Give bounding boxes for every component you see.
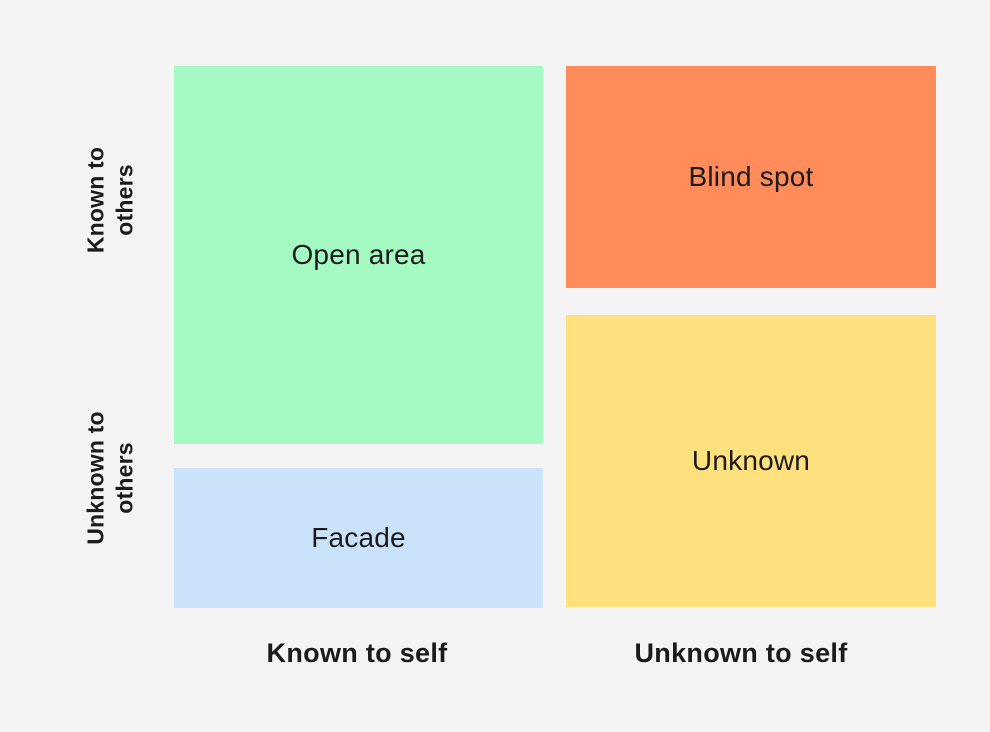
quadrant-blind-spot: Blind spot (566, 66, 936, 288)
axis-label-known-to-others: Known to others (82, 146, 137, 254)
quadrant-unknown-label: Unknown (691, 445, 811, 476)
quadrant-open-area: Open area (174, 66, 543, 444)
quadrant-open-area-label: Open area (291, 239, 426, 270)
quadrant-facade-label: Facade (311, 522, 406, 553)
quadrant-facade: Facade (174, 468, 543, 608)
quadrant-unknown: Unknown (566, 315, 936, 607)
axis-label-known-to-self: Known to self (266, 638, 448, 668)
quadrant-blind-spot-label: Blind spot (688, 161, 814, 192)
axis-label-unknown-to-self: Unknown to self (634, 638, 848, 668)
axis-label-unknown-to-others: Unknown to others (82, 411, 137, 545)
